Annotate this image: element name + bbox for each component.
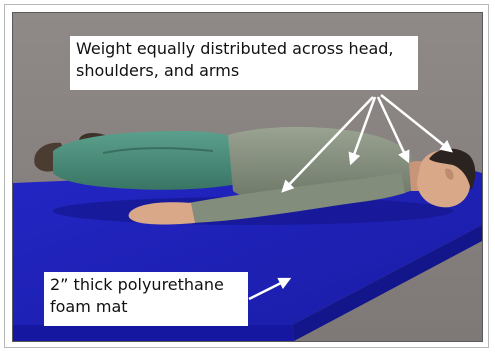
foam-mat-front: [13, 325, 294, 341]
legs-pants: [53, 131, 243, 190]
foam-mat-callout: 2” thick polyurethane foam mat: [44, 272, 248, 326]
weight-callout-line-2: shoulders, and arms: [76, 60, 410, 82]
mat-callout-line-1: 2” thick polyurethane: [50, 274, 240, 296]
weight-callout-line-1: Weight equally distributed across head,: [76, 38, 410, 60]
mat-callout-line-2: foam mat: [50, 296, 240, 318]
illustration-scene: Weight equally distributed across head, …: [12, 12, 483, 342]
figure-frame: Weight equally distributed across head, …: [4, 4, 489, 348]
weight-distribution-callout: Weight equally distributed across head, …: [70, 36, 418, 90]
